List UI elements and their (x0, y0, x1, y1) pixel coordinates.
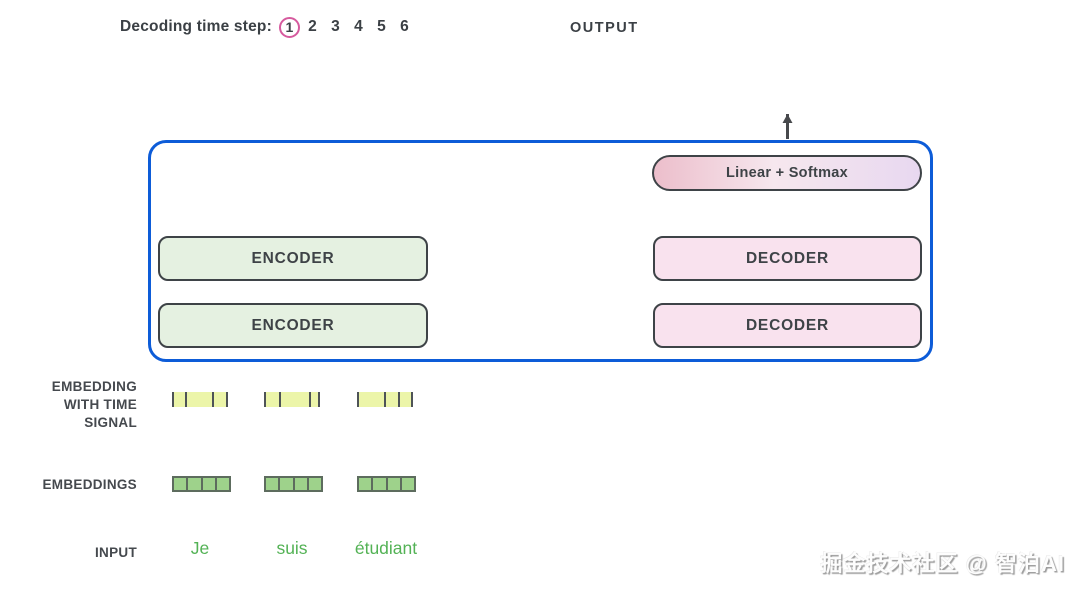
embedding-cell (373, 478, 388, 490)
linear-softmax-box: Linear + Softmax (652, 155, 922, 191)
time-signal-bar (384, 392, 387, 407)
label-line: EMBEDDING (51, 379, 137, 394)
decoding-time-step-row: Decoding time step: 1 2 3 4 5 6 (120, 14, 416, 40)
time-step-3: 3 (331, 18, 340, 35)
time-signal-bar (308, 392, 311, 407)
decoder-box-top: DECODER (653, 236, 922, 281)
embedding-cell (266, 478, 281, 490)
embeddings-box (172, 476, 231, 492)
input-word: étudiant (354, 538, 418, 558)
time-signal-bar (226, 392, 228, 407)
time-step-2: 2 (308, 18, 317, 35)
time-signal-bar (411, 392, 413, 407)
time-signal-bar (279, 392, 282, 407)
embedding-cell (280, 478, 295, 490)
embedding-cell (359, 478, 374, 490)
encoder-box-bottom: ENCODER (158, 303, 428, 348)
embedding-cell (174, 478, 189, 490)
output-label: OUTPUT (570, 20, 639, 36)
watermark-text: 掘金技术社区 @ 智泊AI (820, 551, 1065, 576)
time-step-5: 5 (377, 18, 386, 35)
decoding-time-step-label: Decoding time step: (120, 18, 272, 35)
time-signal-bar (185, 392, 188, 407)
embeddings-label: EMBEDDINGS (42, 477, 137, 492)
embedding-cell (295, 478, 309, 490)
embedding-cell (309, 478, 321, 490)
input-label: INPUT (95, 545, 137, 560)
embedding-time-box (264, 392, 320, 407)
time-signal-bar (264, 392, 266, 407)
embedding-cell (188, 478, 203, 490)
time-step-6: 6 (400, 18, 409, 35)
time-signal-bar (357, 392, 359, 407)
embedding-cell (217, 478, 229, 490)
time-signal-bar (172, 392, 174, 407)
label-line: SIGNAL (84, 415, 137, 430)
time-signal-bar (318, 392, 320, 407)
time-signal-bar (398, 392, 401, 407)
input-word: suis (276, 538, 308, 558)
embedding-time-box (172, 392, 228, 407)
label-line: WITH TIME (63, 397, 137, 412)
time-signal-bar (212, 392, 215, 407)
embedding-with-time-signal-label: EMBEDDING WITH TIME SIGNAL (20, 378, 137, 432)
encoder-box-top: ENCODER (158, 236, 428, 281)
input-word: Je (190, 538, 210, 558)
time-step-1: 1 (278, 16, 301, 38)
embedding-time-box (357, 392, 413, 407)
embedding-cell (203, 478, 217, 490)
embedding-cell (388, 478, 402, 490)
embeddings-box (264, 476, 323, 492)
embedding-cell (402, 478, 414, 490)
active-step-circle: 1 (278, 16, 300, 38)
embeddings-box (357, 476, 416, 492)
time-step-4: 4 (354, 18, 363, 35)
decoder-box-bottom: DECODER (653, 303, 922, 348)
